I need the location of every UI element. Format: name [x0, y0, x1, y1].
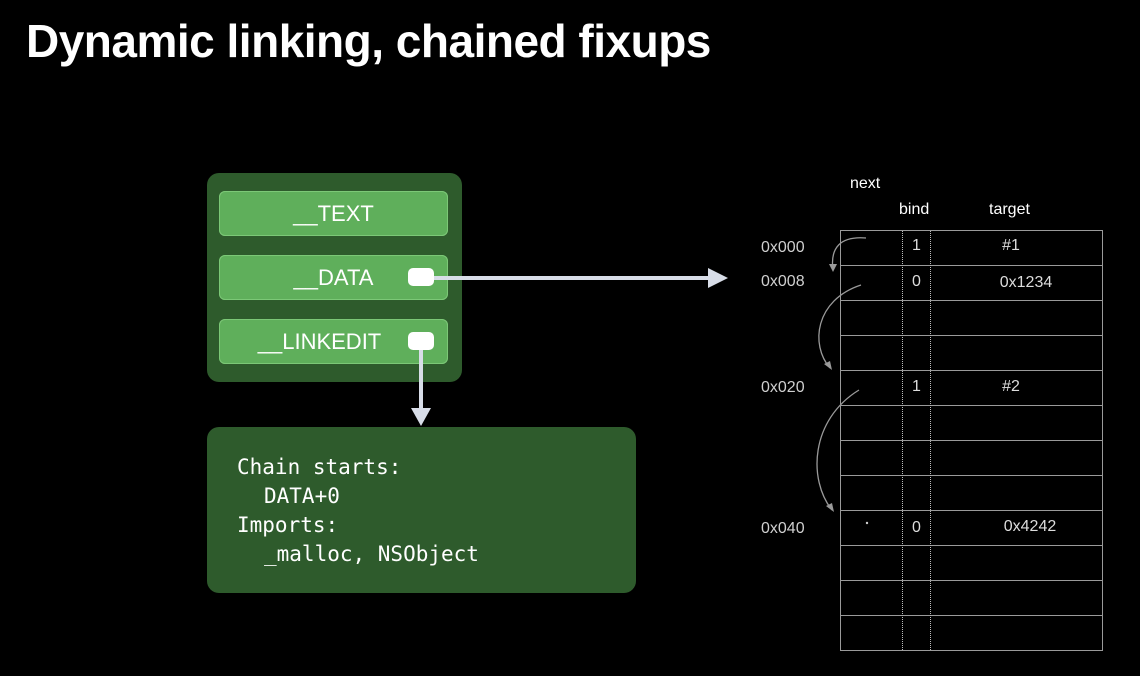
table-row-divider — [841, 475, 1102, 476]
header-next: next — [850, 175, 881, 192]
imports-label: Imports: — [237, 513, 339, 537]
fixup-table: 1 #1 0 0x1234 1 #2 0 0x4242 — [840, 230, 1103, 651]
chain-starts-value: DATA+0 — [264, 484, 340, 508]
macho-segments-container: __TEXT __DATA __LINKEDIT — [207, 173, 462, 382]
chain-arrowhead — [829, 264, 837, 272]
table-row-divider — [841, 265, 1102, 266]
imports-value: _malloc, NSObject — [264, 542, 479, 566]
chain-starts-label: Chain starts: — [237, 455, 402, 479]
segment-data: __DATA — [219, 255, 448, 300]
header-target: target — [989, 201, 1030, 218]
segment-linkedit: __LINKEDIT — [219, 319, 448, 364]
table-row-divider — [841, 370, 1102, 371]
chain-arrow-20-to-40 — [816, 389, 860, 511]
table-row-divider — [841, 300, 1102, 301]
slide-title: Dynamic linking, chained fixups — [26, 15, 711, 67]
header-bind: bind — [899, 201, 930, 218]
address-label: 0x008 — [761, 273, 805, 290]
linkedit-pointer-handle — [408, 332, 434, 350]
segment-text: __TEXT — [219, 191, 448, 236]
address-label: 0x040 — [761, 520, 805, 537]
table-row-divider — [841, 405, 1102, 406]
chain-arrowhead — [826, 503, 834, 512]
chain-arrow-8-to-20 — [818, 284, 862, 369]
target-cell: #2 — [1002, 378, 1020, 395]
table-row-divider — [841, 510, 1102, 511]
bind-cell: 1 — [912, 237, 921, 254]
data-pointer-handle — [408, 268, 434, 286]
chain-arrow-0-to-8 — [831, 237, 867, 271]
address-label: 0x000 — [761, 239, 805, 256]
table-row-divider — [841, 545, 1102, 546]
target-cell: 0x1234 — [999, 274, 1053, 291]
address-label: 0x020 — [761, 379, 805, 396]
table-row-divider — [841, 335, 1102, 336]
table-row-divider — [841, 440, 1102, 441]
data-to-table-arrowhead — [708, 268, 728, 288]
table-row-divider — [841, 615, 1102, 616]
bind-cell: 1 — [912, 378, 921, 395]
column-divider-bind-target — [930, 231, 931, 650]
chain-arrowhead — [824, 361, 832, 370]
target-cell: 0x4242 — [1003, 518, 1057, 535]
chain-info-box: Chain starts: DATA+0 Imports: _malloc, N… — [207, 427, 636, 593]
segment-text-label: __TEXT — [293, 200, 374, 226]
column-divider-next-bind — [902, 231, 903, 650]
linkedit-to-info-arrowhead — [411, 408, 431, 426]
table-row-divider — [841, 580, 1102, 581]
bind-cell: 0 — [912, 273, 921, 290]
chain-end-dot — [865, 521, 869, 525]
segment-data-label: __DATA — [293, 264, 374, 290]
segment-linkedit-label: __LINKEDIT — [257, 328, 382, 354]
target-cell: #1 — [1002, 237, 1020, 254]
bind-cell: 0 — [912, 519, 921, 536]
